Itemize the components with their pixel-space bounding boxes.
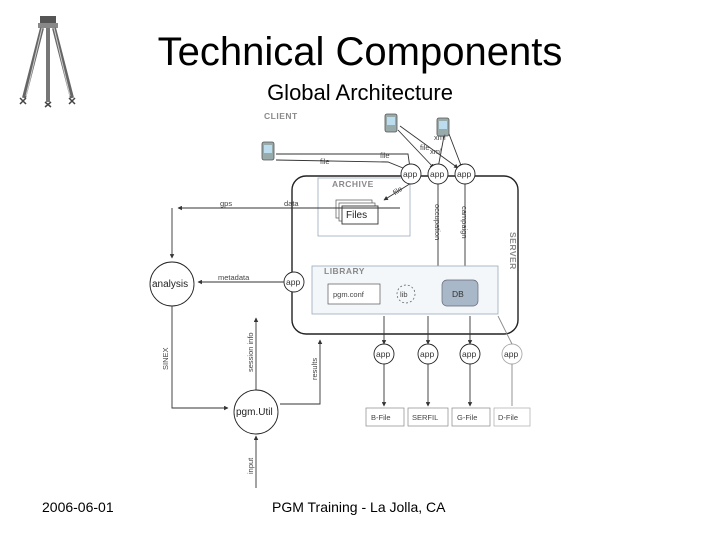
label-input: input — [246, 457, 255, 474]
svg-text:app: app — [457, 169, 471, 179]
label-file: file — [380, 151, 390, 160]
handheld-device-icon — [261, 141, 275, 161]
label-occupation: occupation — [433, 204, 442, 240]
svg-text:app: app — [504, 349, 518, 359]
app-node: app — [417, 343, 439, 365]
app-node: app — [373, 343, 395, 365]
files-label: Files — [346, 210, 367, 221]
svg-text:SERFIL: SERFIL — [412, 413, 438, 422]
label-file: file — [391, 184, 404, 197]
app-node: app — [501, 343, 523, 365]
label-xml: xml — [434, 133, 446, 142]
svg-text:app: app — [376, 349, 390, 359]
output-box: D-File — [493, 407, 531, 427]
analysis-node: analysis — [149, 261, 195, 307]
svg-text:app: app — [462, 349, 476, 359]
label-session-info: session info — [246, 332, 255, 372]
label-gps: gps — [220, 199, 232, 208]
app-node: app — [283, 271, 305, 293]
label-file: file — [320, 157, 330, 166]
server-label: SERVER — [508, 232, 518, 270]
svg-text:D-File: D-File — [498, 413, 518, 422]
footer-event: PGM Training - La Jolla, CA — [272, 499, 446, 515]
db-cylinder — [441, 279, 479, 307]
svg-text:app: app — [420, 349, 434, 359]
footer-date: 2006-06-01 — [42, 499, 114, 515]
svg-text:pgm.Util: pgm.Util — [236, 407, 273, 418]
handheld-device-icon — [384, 113, 398, 133]
label-data: data — [284, 199, 299, 208]
app-node: app — [459, 343, 481, 365]
lib-label: lib — [400, 290, 408, 299]
tripod-icon — [19, 16, 76, 108]
pgm-conf-label: pgm.conf — [333, 290, 365, 299]
archive-label: ARCHIVE — [332, 179, 374, 189]
svg-text:app: app — [403, 169, 417, 179]
svg-text:app: app — [286, 277, 300, 287]
handheld-device-icon — [436, 117, 450, 137]
label-sinex: SINEX — [161, 347, 170, 370]
output-box: G-File — [451, 407, 491, 427]
svg-text:app: app — [430, 169, 444, 179]
architecture-svg: CLIENT file file file xml xml SERVER — [149, 111, 531, 488]
output-box: SERFIL — [407, 407, 449, 427]
app-node: app — [454, 163, 476, 185]
db-label: DB — [452, 289, 464, 299]
label-campaign: campaign — [460, 206, 469, 239]
library-label: LIBRARY — [324, 266, 365, 276]
svg-text:analysis: analysis — [152, 279, 188, 290]
tripod-logo — [14, 12, 84, 108]
app-node: app — [427, 163, 449, 185]
label-file: file — [420, 143, 430, 152]
label-metadata: metadata — [218, 273, 250, 282]
slide-title: Technical Components — [157, 30, 563, 74]
archive-box — [317, 177, 411, 237]
pgmutil-node: pgm.Util — [233, 389, 279, 435]
client-label: CLIENT — [264, 111, 298, 121]
label-xml: xml — [430, 147, 442, 156]
output-box: B-File — [365, 407, 405, 427]
slide-subtitle: Global Architecture — [267, 80, 453, 105]
svg-text:B-File: B-File — [371, 413, 391, 422]
label-results: results — [310, 358, 319, 380]
architecture-diagram: CLIENT file file file xml xml SERVER — [148, 104, 532, 490]
svg-text:G-File: G-File — [457, 413, 477, 422]
app-node: app — [400, 163, 422, 185]
